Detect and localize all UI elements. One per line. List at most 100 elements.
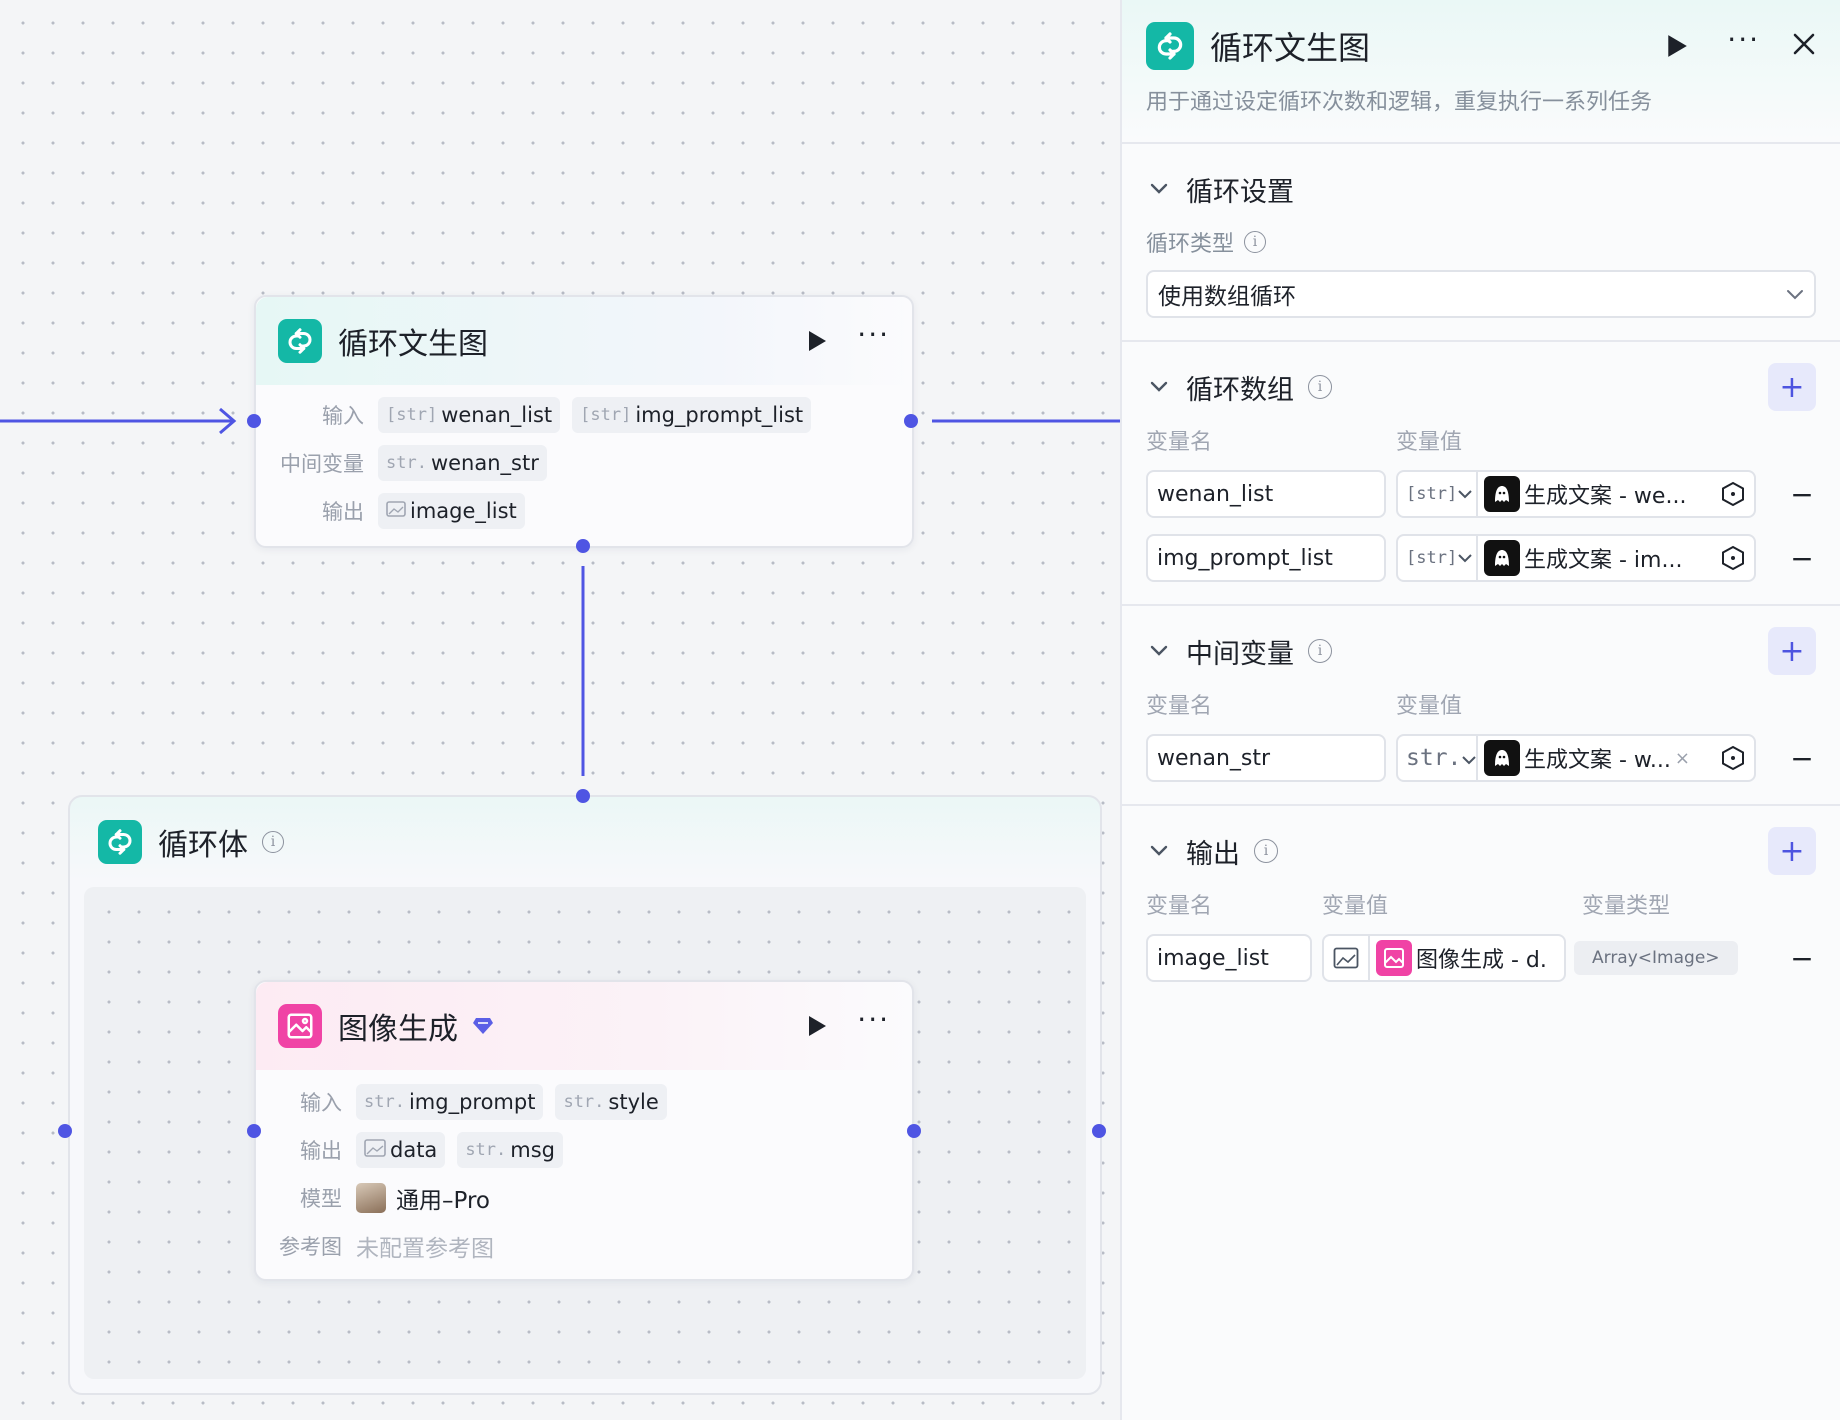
loop-node-input-port[interactable]: [247, 414, 261, 428]
var-value-ref[interactable]: str. 生成文案 - w... ×: [1396, 734, 1756, 782]
image-gen-icon: [1376, 940, 1412, 976]
play-icon[interactable]: [1665, 34, 1689, 58]
more-icon[interactable]: ···: [1727, 23, 1760, 56]
chevron-down-icon[interactable]: [1146, 845, 1172, 857]
chevron-down-icon[interactable]: [1146, 183, 1172, 195]
section-title: 循环数组: [1186, 374, 1294, 406]
node-settings-panel: 循环文生图 ··· 用于通过设定循环次数和逻辑，重复执行一系列任务 循环设置 循…: [1120, 0, 1840, 1420]
variable-picker-icon[interactable]: [1720, 545, 1746, 571]
section-title: 循环设置: [1186, 176, 1294, 208]
loop-node[interactable]: 循环文生图 ··· 输入 [str]wenan_list [str]img_pr…: [254, 295, 914, 548]
variable-picker-icon[interactable]: [1720, 745, 1746, 771]
chevron-down-icon: [1786, 281, 1804, 307]
info-icon[interactable]: i: [1308, 375, 1332, 399]
input-label: 输入: [300, 1091, 342, 1115]
column-headers: 变量名 变量值: [1146, 430, 1463, 455]
info-icon[interactable]: i: [1308, 639, 1332, 663]
loop-node-title: 循环文生图: [338, 327, 488, 362]
image-node-output-port[interactable]: [907, 1124, 921, 1138]
loop-body-output-port[interactable]: [1092, 1124, 1106, 1138]
input-label: 输入: [322, 404, 364, 428]
type-select[interactable]: [str]: [1398, 536, 1478, 580]
array-var-row: img_prompt_list [str] 生成文案 - im... −: [1146, 534, 1816, 582]
loop-body-header: 循环体 i: [70, 797, 1100, 887]
ref-label: 图像生成 - d.: [1416, 948, 1547, 973]
loop-body-top-port[interactable]: [576, 789, 590, 803]
output-label: 输出: [300, 1139, 342, 1163]
loop-icon: [278, 319, 322, 363]
image-gen-icon: [278, 1004, 322, 1048]
output-type-tag: Array<Image>: [1574, 941, 1738, 975]
loop-settings-section: 循环设置 循环类型 i 使用数组循环: [1122, 144, 1840, 342]
add-mid-var-button[interactable]: +: [1768, 627, 1816, 675]
image-node-input-port[interactable]: [247, 1124, 261, 1138]
image-gen-ref-row: 参考图 未配置参考图: [256, 1222, 912, 1270]
var-value-ref[interactable]: [str] 生成文案 - we...: [1396, 470, 1756, 518]
loop-body-input-port[interactable]: [58, 1124, 72, 1138]
add-array-var-button[interactable]: +: [1768, 363, 1816, 411]
var-name-input[interactable]: image_list: [1146, 934, 1312, 982]
chevron-down-icon[interactable]: [1146, 381, 1172, 393]
loop-type-value: 使用数组循环: [1158, 284, 1296, 310]
var-name-input[interactable]: wenan_str: [1146, 734, 1386, 782]
input-chip-style: str.style: [555, 1084, 667, 1120]
type-select[interactable]: str.: [1398, 736, 1478, 780]
ghost-avatar-icon: [1484, 476, 1520, 512]
image-gen-node[interactable]: 图像生成 ··· 输入 str.img_prompt str.style 输出 …: [254, 980, 914, 1281]
loop-node-inputs-row: 输入 [str]wenan_list [str]img_prompt_list: [256, 391, 912, 439]
ref-label: 生成文案 - we...: [1524, 484, 1687, 509]
output-label: 输出: [322, 500, 364, 524]
column-headers: 变量名 变量值 变量类型: [1146, 894, 1671, 919]
var-name-input[interactable]: img_prompt_list: [1146, 534, 1386, 582]
image-gen-node-title: 图像生成: [338, 1012, 458, 1047]
mid-var-row: wenan_str str. 生成文案 - w... × −: [1146, 734, 1816, 782]
input-chip-img-prompt: str.img_prompt: [356, 1084, 544, 1120]
ghost-avatar-icon: [1484, 540, 1520, 576]
var-value-ref[interactable]: [str] 生成文案 - im...: [1396, 534, 1756, 582]
info-icon[interactable]: i: [1254, 839, 1278, 863]
more-icon[interactable]: ···: [857, 1003, 890, 1036]
model-avatar: [356, 1183, 386, 1213]
loop-node-outputs-row: 输出 image_list: [256, 487, 912, 535]
image-type-icon: [386, 500, 406, 522]
diamond-badge-icon: [472, 1016, 494, 1036]
loop-icon: [98, 820, 142, 864]
loop-array-section: 循环数组 i + 变量名 变量值 wenan_list [str] 生成文案 -…: [1122, 342, 1840, 606]
variable-picker-icon[interactable]: [1720, 481, 1746, 507]
mid-var-label: 中间变量: [280, 452, 364, 476]
add-output-button[interactable]: +: [1768, 827, 1816, 875]
type-select[interactable]: [str]: [1398, 472, 1478, 516]
loop-node-mid-row: 中间变量 str.wenan_str: [256, 439, 912, 487]
loop-node-header: 循环文生图 ···: [256, 297, 912, 385]
ref-label: 生成文案 - w...: [1524, 748, 1671, 773]
output-chip-image-list: image_list: [378, 493, 525, 529]
loop-node-output-port[interactable]: [904, 414, 918, 428]
loop-node-bottom-port[interactable]: [576, 539, 590, 553]
remove-var-button[interactable]: −: [1790, 541, 1814, 575]
column-headers: 变量名 变量值: [1146, 694, 1463, 719]
image-type-icon[interactable]: [1324, 936, 1370, 980]
remove-output-button[interactable]: −: [1790, 941, 1814, 975]
var-value-ref[interactable]: 图像生成 - d.: [1322, 934, 1566, 982]
play-icon[interactable]: [805, 1014, 829, 1038]
play-icon[interactable]: [805, 329, 829, 353]
more-icon[interactable]: ···: [857, 318, 890, 351]
panel-title: 循环文生图: [1210, 29, 1371, 67]
info-icon[interactable]: i: [1244, 231, 1267, 253]
output-var-row: image_list 图像生成 - d. Array<Image> −: [1146, 934, 1816, 982]
remove-var-button[interactable]: −: [1790, 741, 1814, 775]
info-icon[interactable]: i: [262, 831, 284, 853]
loop-type-select[interactable]: 使用数组循环: [1146, 270, 1816, 318]
chevron-down-icon[interactable]: [1146, 645, 1172, 657]
image-gen-inputs-row: 输入 str.img_prompt str.style: [256, 1078, 912, 1126]
ghost-avatar-icon: [1484, 740, 1520, 776]
loop-type-label: 循环类型 i: [1146, 226, 1816, 258]
section-title: 输出: [1186, 838, 1240, 870]
panel-header: 循环文生图 ··· 用于通过设定循环次数和逻辑，重复执行一系列任务: [1122, 0, 1840, 144]
output-chip-data: data: [356, 1132, 446, 1168]
close-icon[interactable]: [1792, 29, 1816, 64]
clear-icon[interactable]: ×: [1674, 747, 1690, 769]
image-type-icon: [364, 1138, 386, 1162]
remove-var-button[interactable]: −: [1790, 477, 1814, 511]
var-name-input[interactable]: wenan_list: [1146, 470, 1386, 518]
